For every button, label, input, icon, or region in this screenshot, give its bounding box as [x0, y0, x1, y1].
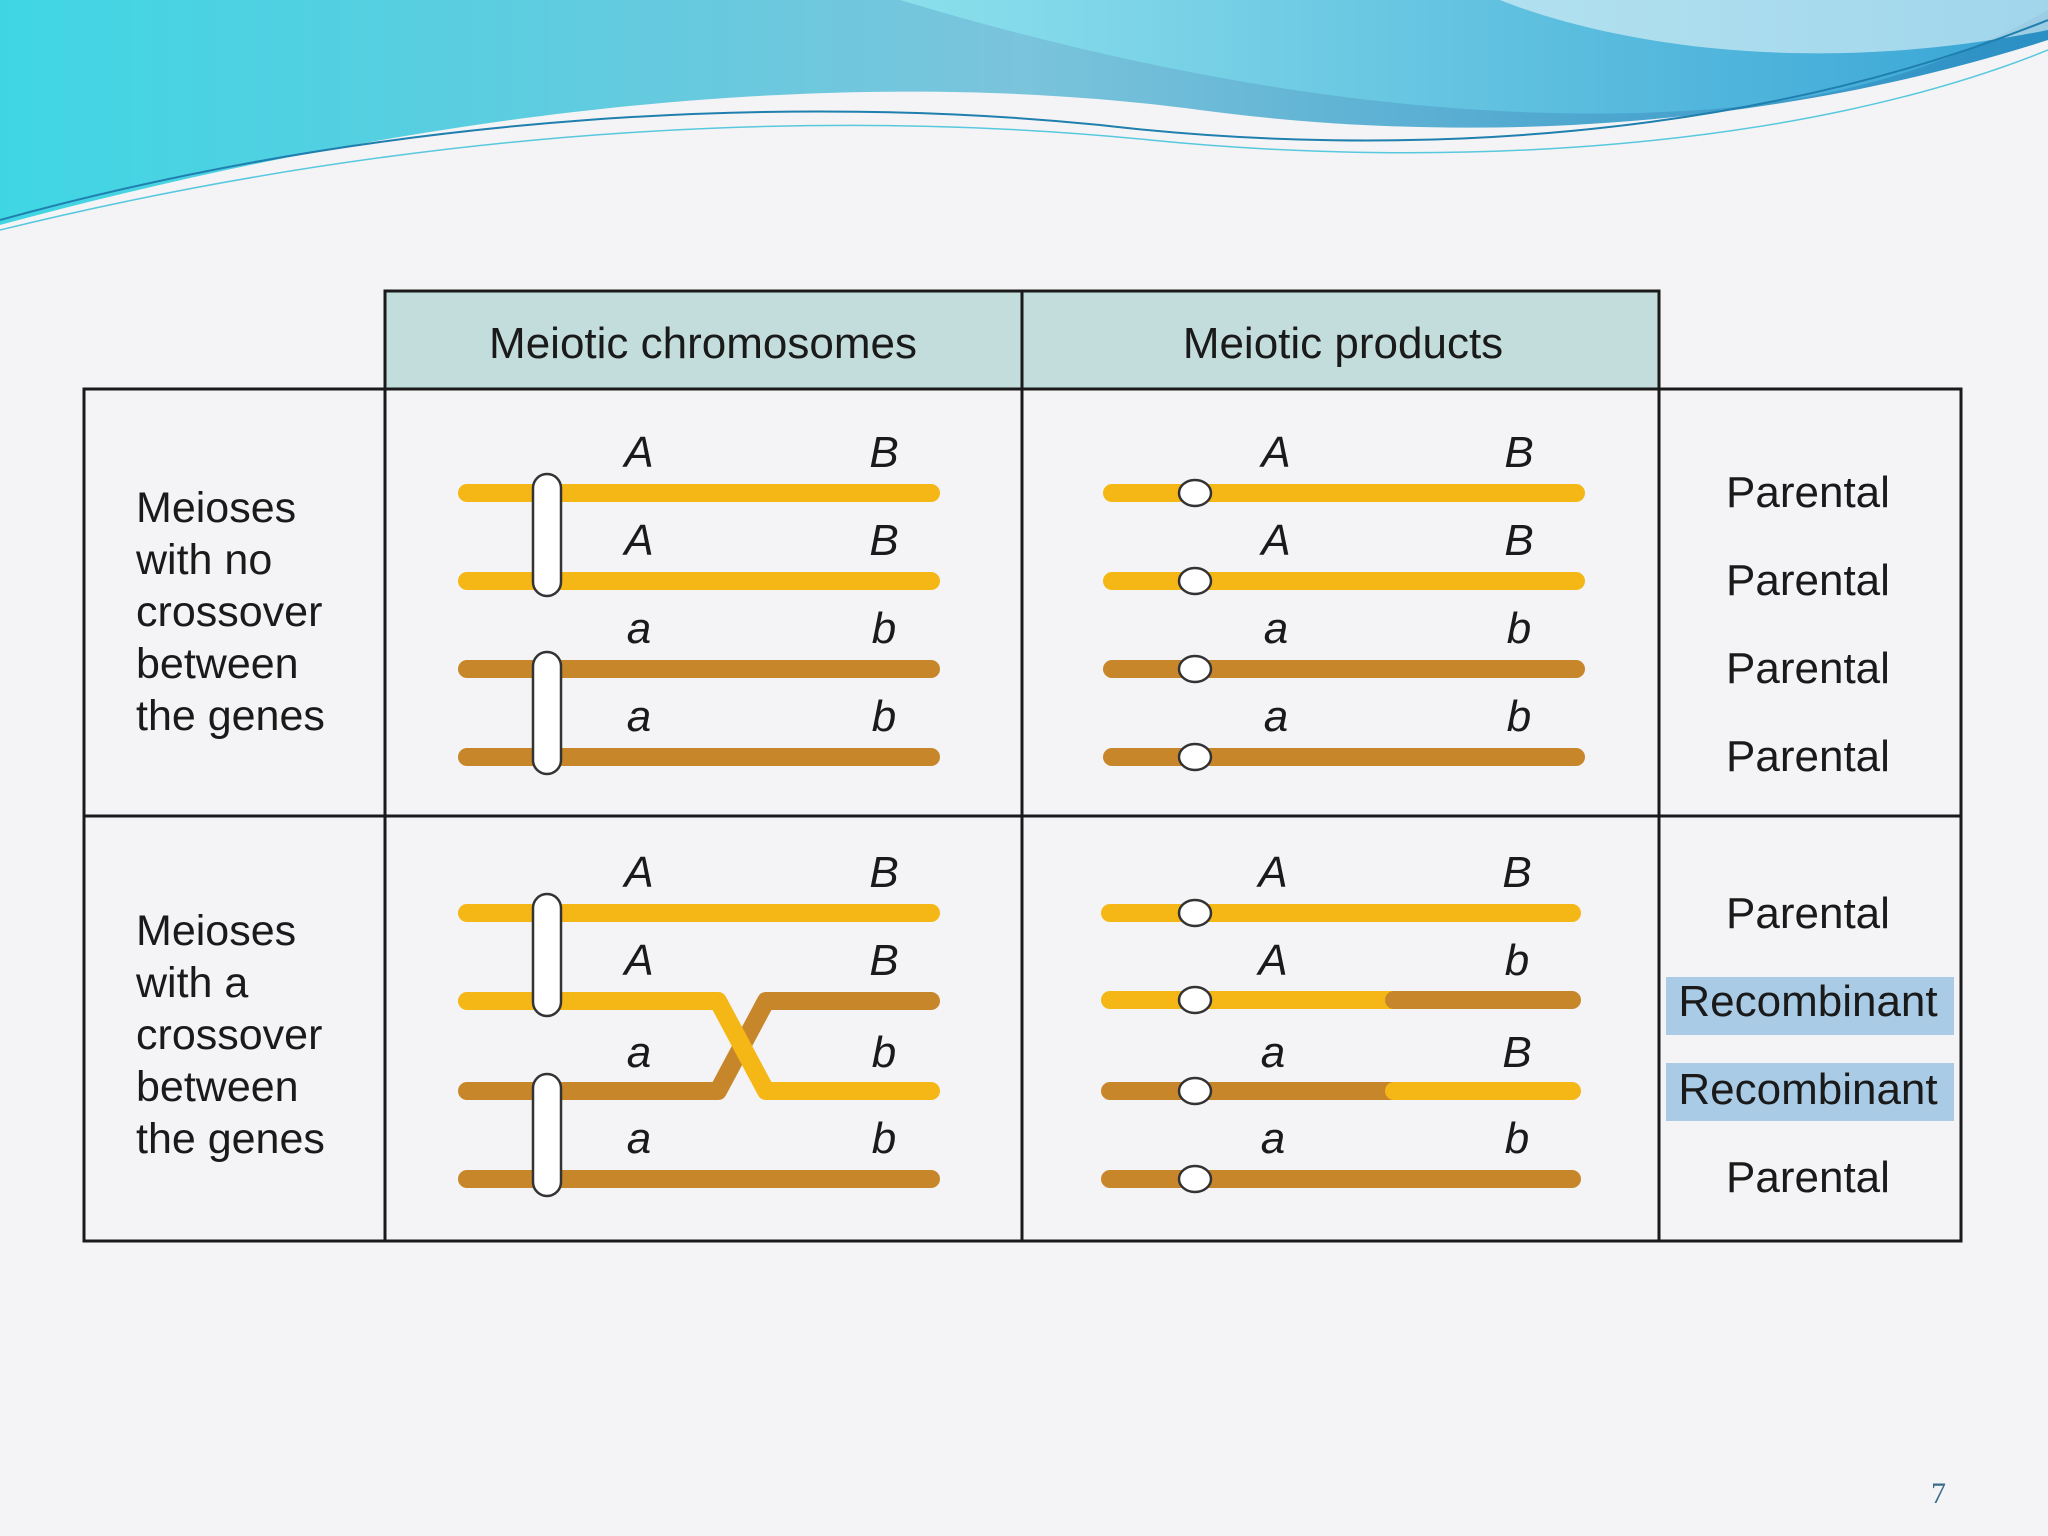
gene-label: A: [1258, 516, 1290, 565]
gene-label: b: [872, 1114, 896, 1163]
row-label-crossover: Meioses with a crossover between the gen…: [135, 907, 334, 1163]
outcome-recombinant: Recombinant: [1678, 977, 1937, 1026]
centromere: [1177, 566, 1213, 596]
gene-label: b: [872, 1028, 896, 1077]
outcome-parental: Parental: [1726, 556, 1890, 605]
outcome-parental: Parental: [1726, 644, 1890, 693]
gene-label: b: [1505, 936, 1529, 985]
gene-label: A: [1255, 936, 1287, 985]
gene-label: a: [1264, 604, 1288, 653]
header-cell-meiotic-chromosomes: [383, 289, 1024, 391]
outcome-parental: Parental: [1726, 468, 1890, 517]
header-meiotic-chromosomes: Meiotic chromosomes: [489, 319, 917, 368]
gene-label: A: [621, 428, 653, 477]
products-no-crossover: [1103, 478, 1585, 772]
gene-label: B: [869, 428, 898, 477]
chromatid-AB-crossed: [458, 992, 940, 1100]
gene-label: a: [627, 1114, 651, 1163]
gene-label: A: [1258, 428, 1290, 477]
centromere: [1177, 1076, 1213, 1106]
table-frame: [82, 289, 1963, 1243]
centromere: [1177, 898, 1213, 928]
centromere: [1177, 742, 1213, 772]
gene-label: B: [1502, 848, 1531, 897]
centromere-top: [531, 892, 563, 1018]
gene-label: B: [1502, 1028, 1531, 1077]
centromere-bottom: [531, 1072, 563, 1198]
gene-label: a: [1261, 1028, 1285, 1077]
recombinant-highlight: [1666, 1063, 1954, 1121]
centromere: [1177, 985, 1213, 1015]
chromosomes-crossover: [458, 892, 940, 1198]
centromere-bottom: [531, 650, 563, 776]
header-cell-meiotic-products: [1020, 289, 1661, 391]
row-label-no-crossover: Meioses with no crossover between the ge…: [135, 484, 334, 740]
gene-label: a: [627, 692, 651, 741]
centromere-top: [531, 472, 563, 598]
outcome-recombinant: Recombinant: [1678, 1065, 1937, 1114]
gene-label: b: [1507, 604, 1531, 653]
chromosomes-no-crossover: [458, 472, 940, 776]
recombinant-highlight: [1666, 977, 1954, 1035]
gene-label: A: [1255, 848, 1287, 897]
gene-label: B: [869, 848, 898, 897]
page-number: 7: [1931, 1477, 1946, 1510]
gene-label: A: [621, 516, 653, 565]
gene-label: a: [1264, 692, 1288, 741]
outcome-parental: Parental: [1726, 889, 1890, 938]
centromere: [1177, 1164, 1213, 1194]
gene-label: a: [627, 1028, 651, 1077]
outcome-parental: Parental: [1726, 732, 1890, 781]
gene-label: B: [869, 516, 898, 565]
gene-label: a: [627, 604, 651, 653]
gene-label: a: [1261, 1114, 1285, 1163]
outcome-parental: Parental: [1726, 1153, 1890, 1202]
gene-label: b: [872, 604, 896, 653]
products-crossover: [1101, 898, 1581, 1194]
gene-label: A: [621, 936, 653, 985]
gene-label: B: [1504, 428, 1533, 477]
gene-label: B: [869, 936, 898, 985]
gene-label: b: [1507, 692, 1531, 741]
centromere: [1177, 478, 1213, 508]
gene-label: b: [872, 692, 896, 741]
centromere: [1177, 654, 1213, 684]
gene-label: A: [621, 848, 653, 897]
gene-label: b: [1505, 1114, 1529, 1163]
header-meiotic-products: Meiotic products: [1183, 319, 1503, 368]
gene-label: B: [1504, 516, 1533, 565]
header-wave: [0, 0, 2048, 231]
